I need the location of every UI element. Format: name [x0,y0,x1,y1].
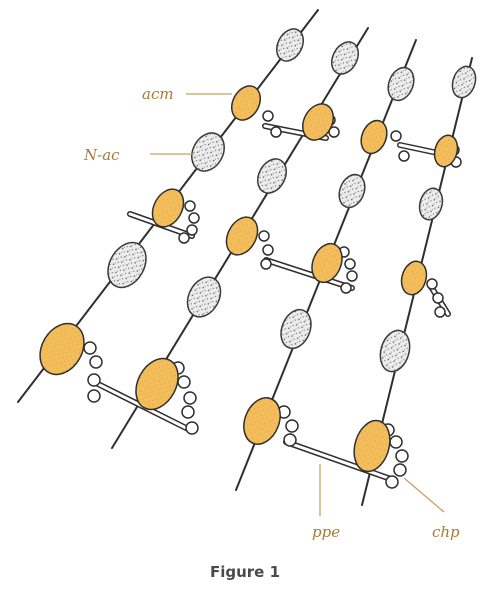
figure-caption: Figure 1 [210,563,280,581]
acm-beads [39,85,459,473]
leader-line-chp [403,477,445,513]
acm-bead [302,103,334,141]
acm-bead [400,260,428,296]
label-acm: acm [142,85,174,103]
chp-circle [285,419,299,433]
chp-circle [178,232,190,244]
chp-circle [258,230,270,242]
chp-circle [385,475,399,489]
acm-bead [433,134,459,168]
acm-bead [360,119,388,155]
chp-circle [262,110,274,122]
rod [283,439,391,481]
n-ac-bead [107,241,147,289]
chp-circle [188,212,200,224]
label-chp: chp [432,523,460,541]
n-ac-bead [418,187,444,221]
chp-circle [426,278,438,290]
chp-circle [185,421,199,435]
acm-bead [135,357,179,411]
chp-circle [260,258,272,270]
chp-circle [177,375,191,389]
chp-circle [395,449,409,463]
chp-circle [183,391,197,405]
n-ac-bead [186,276,222,318]
chp-circle [283,433,297,447]
chp-circle [346,270,358,282]
n-ac-bead [330,41,360,75]
n-ac-beads [107,28,477,373]
chp-circle [398,150,410,162]
n-ac-bead [256,158,288,194]
chp-circle [434,306,446,318]
chp-circle [393,463,407,477]
chp-circles [83,110,462,489]
acm-bead [230,85,262,121]
chp-circle [390,130,402,142]
chp-circle [87,389,101,403]
chp-circle [186,224,198,236]
n-ac-bead [387,66,415,102]
acm-bead [311,242,343,284]
chp-circle [389,435,403,449]
chp-circle [344,258,356,270]
n-ac-bead [275,28,305,62]
acm-bead [353,419,391,473]
chp-circle [184,200,196,212]
rod [263,257,355,291]
chp-circle [181,405,195,419]
acm-bead [39,322,85,376]
label-n-ac: N-ac [83,146,120,164]
chp-circle [262,244,274,256]
chp-circle [270,126,282,138]
n-ac-bead [379,329,411,373]
n-ac-bead [338,173,366,209]
n-ac-bead [280,308,312,350]
label-ppe: ppe [312,523,340,541]
leader-lines [150,93,445,516]
acm-bead [225,216,259,256]
chp-circle [83,341,97,355]
acm-bead [243,397,281,445]
chp-circle [432,292,444,304]
chp-circle [87,373,101,387]
n-ac-bead [191,132,225,172]
chp-circle [340,282,352,294]
chp-circle [89,355,103,369]
n-ac-bead [451,65,477,99]
acm-bead [151,188,185,228]
